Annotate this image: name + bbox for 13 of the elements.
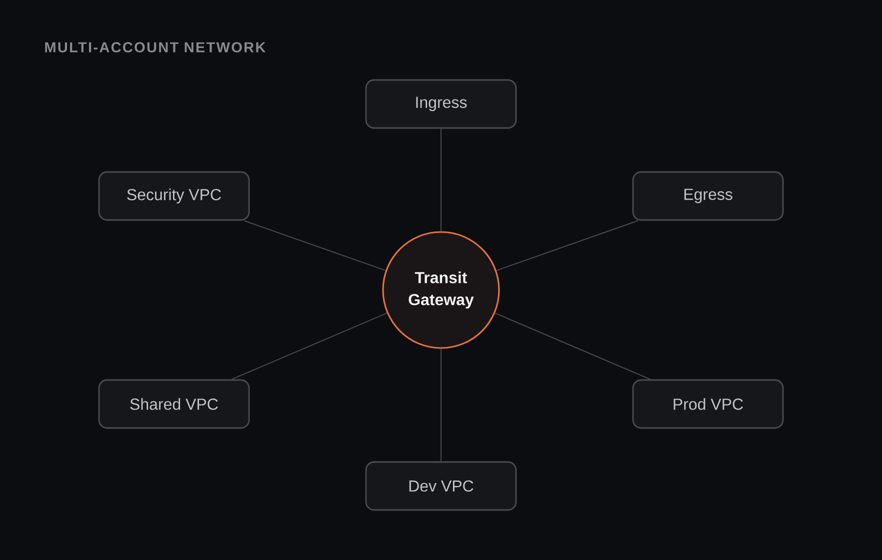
network-box: Security VPC (98, 171, 250, 221)
network-box: Prod VPC (632, 379, 784, 429)
network-box: Dev VPC (365, 461, 517, 511)
network-box: Egress (632, 171, 784, 221)
connector-line (440, 348, 442, 462)
connector-line (440, 128, 442, 232)
title: MULTI-ACCOUNT NETWORK (45, 42, 266, 52)
connector-line (232, 312, 388, 380)
connector-line (494, 312, 650, 380)
connector-line (244, 220, 386, 271)
connector-line (496, 220, 638, 271)
network-box: Ingress (365, 79, 517, 129)
network-box: Shared VPC (98, 379, 250, 429)
